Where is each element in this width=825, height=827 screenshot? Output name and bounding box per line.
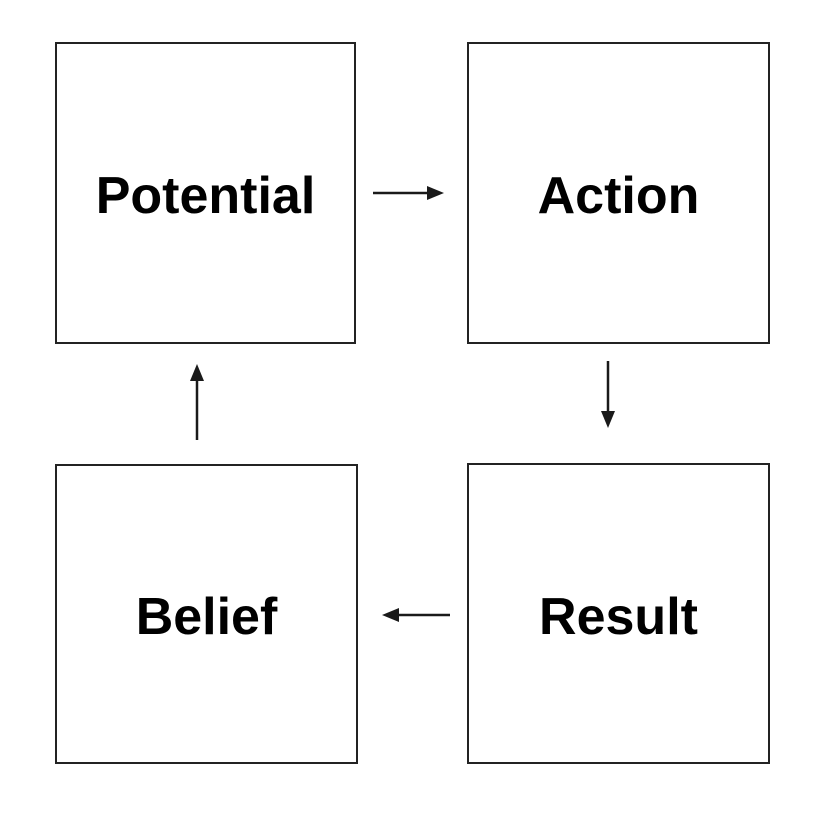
edge-belief-to-potential — [187, 361, 207, 441]
arrow-left-icon — [382, 608, 450, 622]
node-belief: Belief — [55, 464, 358, 764]
node-result: Result — [467, 463, 770, 764]
node-potential-label: Potential — [95, 167, 316, 225]
node-action: Action — [467, 42, 770, 344]
node-action-label: Action — [537, 167, 700, 225]
edge-potential-to-action — [371, 183, 447, 203]
edge-action-to-result — [598, 359, 618, 431]
arrow-up-icon — [190, 364, 204, 440]
node-potential: Potential — [55, 42, 356, 344]
node-belief-label: Belief — [135, 588, 278, 646]
arrow-down-icon — [601, 361, 615, 428]
node-result-label: Result — [539, 587, 698, 646]
edge-result-to-belief — [379, 605, 453, 625]
arrow-right-icon — [373, 186, 444, 200]
